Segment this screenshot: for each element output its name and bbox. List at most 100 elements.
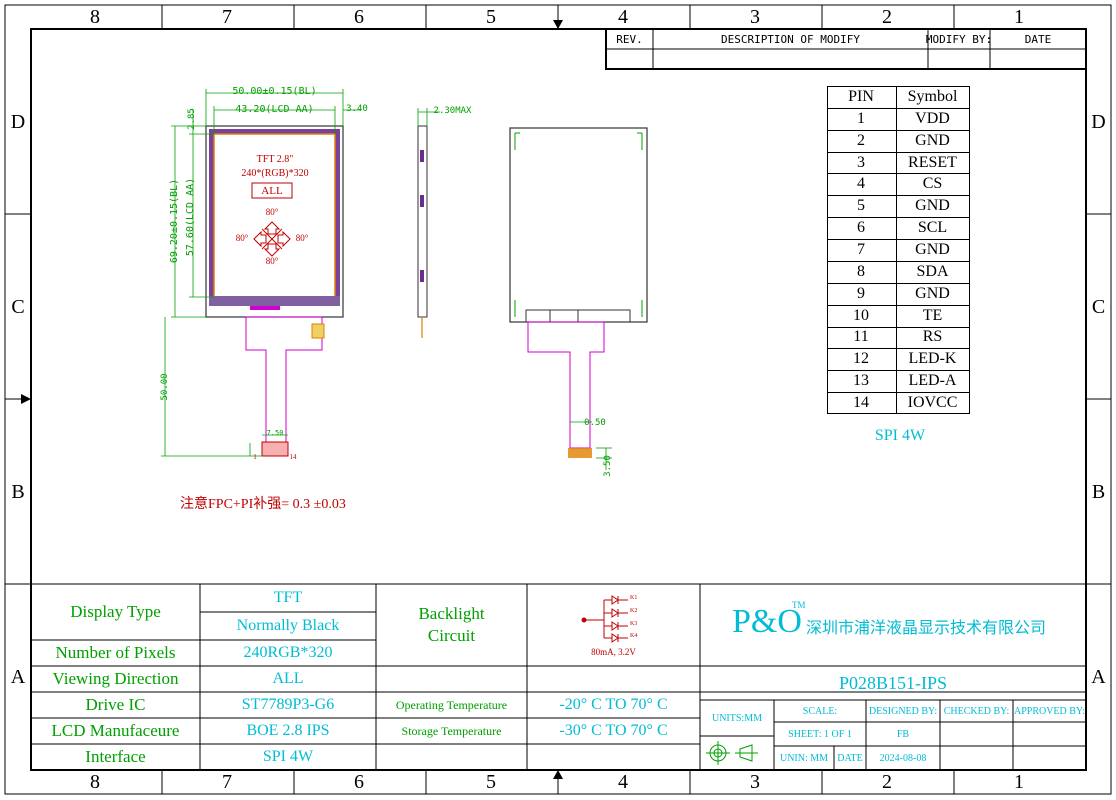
row-label: B [1091,480,1106,503]
pin-number: 14 [853,394,869,412]
dim-width-bl: 50.00±0.15(BL) [232,85,317,97]
pin-row-divider [827,107,970,109]
pin-row-divider [827,304,970,306]
description-header: DESCRIPTION OF MODIFY [720,32,861,46]
dim-width-aa: 43.20(LCD AA) [235,103,314,115]
pin-table-divider [896,87,897,413]
led-label: K1 [630,595,638,601]
unin-label: UNIN: MM [779,752,829,764]
col-label: 4 [618,5,628,28]
pin-row-divider [827,129,970,131]
pin-row-divider [827,392,970,394]
storage-temp-value: -30° C TO 70° C [559,722,668,739]
pin-symbol: SCL [917,219,948,237]
front-view [161,89,360,457]
checked-by-label: CHECKED BY: [943,705,1010,717]
spec-label-drive-ic: Drive IC [85,695,146,714]
pin-symbol: GND [915,131,950,149]
angle-bottom: 80° [265,256,279,266]
dim-thickness: 2.30MAX [433,106,472,116]
led-label: K3 [630,621,638,627]
spec-table-grid [31,583,1086,770]
pin-table [827,86,970,414]
col-label: 5 [486,5,496,28]
pin-symbol: VDD [915,109,950,127]
pin-row-divider [827,370,970,372]
storage-temp-label: Storage Temperature [401,723,502,738]
date-label: DATE [837,752,863,764]
row-label: A [10,665,26,688]
approved-by-label: APPROVED BY: [1013,705,1086,717]
pin-symbol: GND [915,240,950,258]
pin-symbol: GND [915,197,950,215]
pin-number: 2 [857,131,865,149]
units-label: UNITS:MM [711,712,762,724]
angle-top: 80° [265,207,279,217]
spec-value-viewing: ALL [272,670,304,687]
dim-connector-width: 7.50 [266,429,284,437]
designer-value: FB [896,728,910,740]
led-label: K4 [630,633,638,639]
symbol-header: Symbol [907,87,958,105]
logo-trademark: TM [792,600,806,610]
row-label: C [11,295,25,318]
pin-number: 10 [853,306,869,324]
row-label: D [1091,110,1106,133]
pin-symbol: CS [922,175,943,193]
dim-right: 3.40 [346,104,368,114]
pin-header: PIN [848,87,874,105]
col-label: 3 [750,5,760,28]
pin-number: 7 [857,240,865,258]
pin-number: 3 [857,153,865,171]
side-view [417,108,440,338]
row-label: D [10,110,26,133]
spec-value-pixels: 240RGB*320 [243,644,333,661]
pin-number: 11 [853,328,869,346]
designed-by-label: DESIGNED BY: [868,705,938,717]
pin-number: 1 [857,109,865,127]
spec-label-interface: Interface [85,747,146,766]
col-label: 2 [882,770,892,793]
spec-label-pixels: Number of Pixels [55,643,176,662]
pin-row-divider [827,260,970,262]
pin-row-divider [827,173,970,175]
pin-number: 8 [857,262,865,280]
pin-interface-note: SPI 4W [874,427,926,444]
pin-row-divider [827,151,970,153]
lcd-title: TFT 2.8" [256,153,294,165]
pin-row-divider [827,282,970,284]
fpc-note: 注意FPC+PI补强= 0.3 ±0.03 [180,497,346,512]
pin-symbol: LED-K [908,350,957,368]
col-label: 7 [222,5,232,28]
dim-connector: 3.50 [603,455,613,477]
col-label: 6 [354,5,364,28]
dim-top: 2.85 [187,108,197,130]
spec-label-viewing: Viewing Direction [52,669,179,688]
angle-right: 80° [295,233,309,243]
row-label: C [1091,295,1106,318]
pin-row-divider [827,195,970,197]
spec-value-interface: SPI 4W [262,748,314,765]
pin-symbol: TE [922,306,943,324]
pin-row-divider [827,326,970,328]
pin-number: 13 [853,372,869,390]
row-label: A [1091,665,1106,688]
dim-pitch: 0.50 [584,418,606,428]
col-label: 8 [90,770,100,793]
lcd-viewing: ALL [261,184,283,197]
backlight-circuit-symbol [581,595,628,643]
rev-header: REV. [616,32,643,46]
col-label: 8 [90,5,100,28]
pin-last-label: 14 [289,453,297,461]
spec-label-display-type: Display Type [70,602,161,621]
col-label: 1 [1014,5,1024,28]
angle-left: 80° [235,233,249,243]
scale-label: SCALE: [802,705,838,717]
dim-height-bl: 69.20±0.15(BL) [168,178,180,264]
col-label: 1 [1014,770,1024,793]
pin-row-divider [827,348,970,350]
dim-height-aa: 57.60(LCD AA) [184,177,196,257]
part-number: P028B151-IPS [838,672,948,693]
pin-number: 5 [857,197,865,215]
